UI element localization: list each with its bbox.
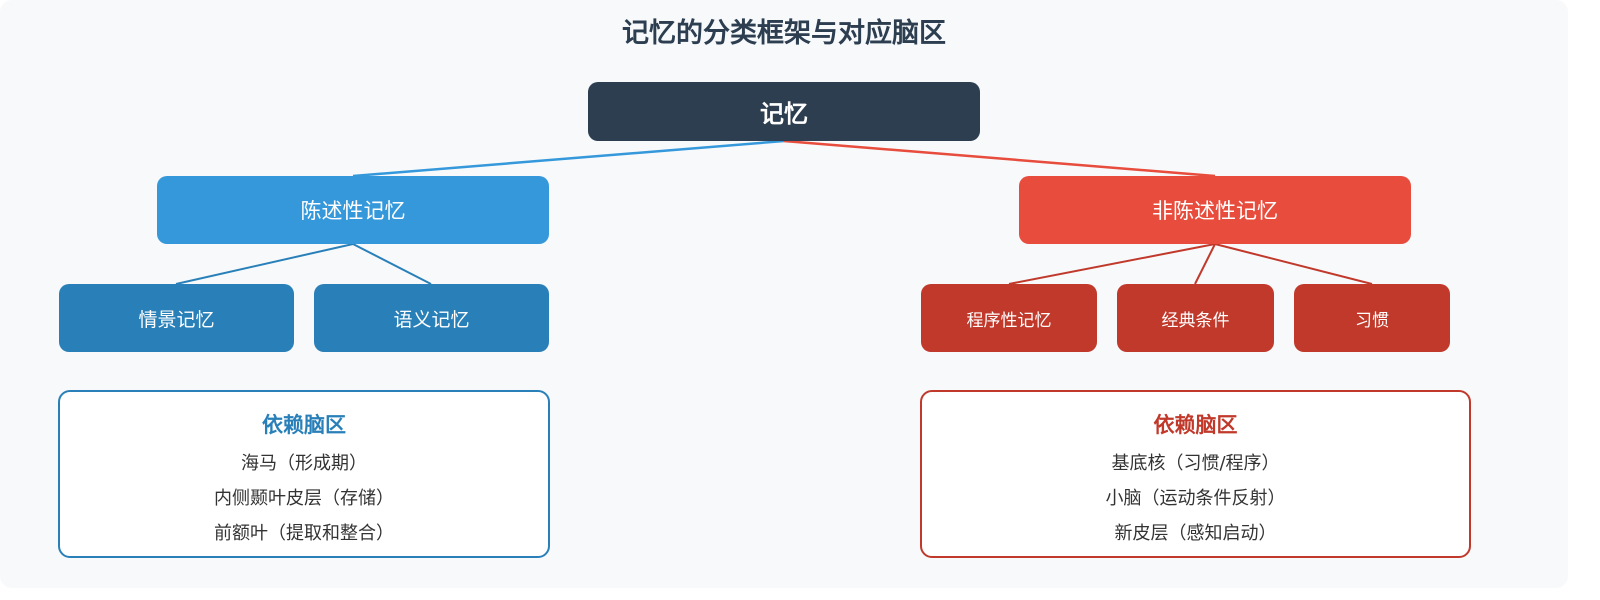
declarative-brain-regions: 依赖脑区 海马（形成期） 内侧颞叶皮层（存储） 前额叶（提取和整合）	[58, 390, 550, 558]
diagram-canvas: 记忆的分类框架与对应脑区 记忆 陈述性记忆 非陈述性记忆 情景记忆 语义记忆 程…	[58, 18, 1471, 558]
node-memory: 记忆	[588, 82, 980, 141]
region-title: 依赖脑区	[1153, 413, 1238, 437]
node-episodic-memory: 情景记忆	[59, 284, 294, 352]
diagram-title: 记忆的分类框架与对应脑区	[622, 18, 946, 49]
region-item: 内侧颞叶皮层（存储）	[214, 488, 394, 509]
node-nondeclarative-memory: 非陈述性记忆	[1019, 176, 1411, 244]
link-root-nondeclarative	[783, 139, 1216, 178]
link-declarative-semantic	[352, 243, 432, 285]
link-declarative-episodic	[175, 243, 354, 285]
node-habit: 习惯	[1294, 284, 1450, 352]
region-item: 新皮层（感知启动）	[1114, 523, 1277, 544]
link-root-declarative	[352, 139, 785, 178]
connector-lines	[175, 139, 1373, 285]
region-item: 海马（形成期）	[241, 453, 367, 474]
region-item: 基底核（习惯/程序）	[1111, 453, 1280, 474]
node-semantic-memory: 语义记忆	[314, 284, 549, 352]
link-nondeclarative-habit	[1214, 243, 1373, 285]
nondeclarative-brain-regions: 依赖脑区 基底核（习惯/程序） 小脑（运动条件反射） 新皮层（感知启动）	[920, 390, 1471, 558]
link-nondeclarative-procedural	[1008, 243, 1216, 285]
node-declarative-memory: 陈述性记忆	[157, 176, 549, 244]
node-procedural-memory: 程序性记忆	[921, 284, 1097, 352]
node-classical-conditioning: 经典条件	[1117, 284, 1274, 352]
region-item: 小脑（运动条件反射）	[1105, 488, 1286, 509]
region-title: 依赖脑区	[262, 413, 346, 437]
region-item: 前额叶（提取和整合）	[214, 523, 394, 544]
link-nondeclarative-conditioning	[1194, 243, 1216, 285]
